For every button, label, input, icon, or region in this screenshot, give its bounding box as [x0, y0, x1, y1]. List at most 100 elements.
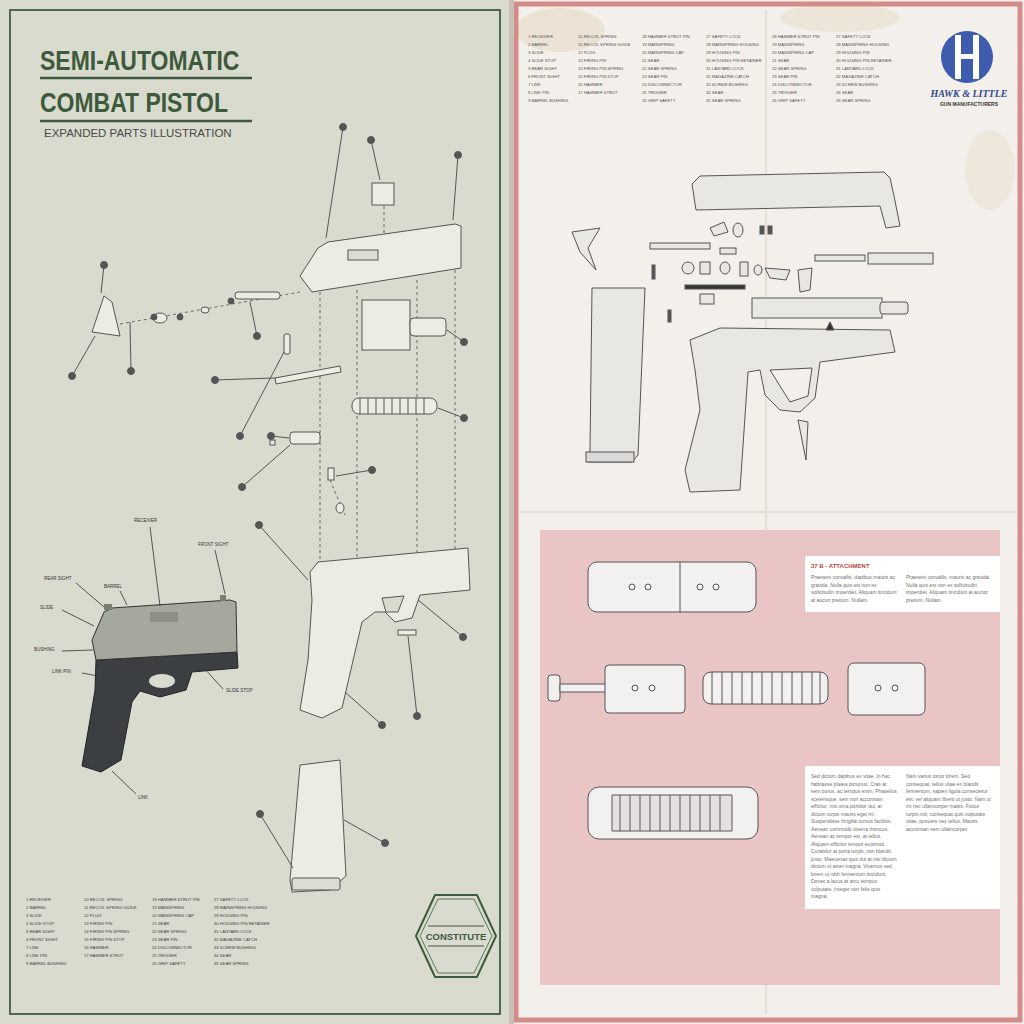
- parts-list-item: 12 PLUG: [578, 51, 595, 55]
- part-callout: BARREL: [104, 585, 122, 590]
- parts-list-item: 3 SLIDE: [26, 914, 42, 918]
- parts-list-item: 13 FIRING PIN: [578, 59, 606, 63]
- logo-stroke: [955, 35, 961, 79]
- parts-list-item: 2 BARREL: [528, 43, 548, 47]
- parts-list-item: 31 LANYARD LOCK: [836, 67, 874, 71]
- parts-list-item: 11 RECOIL SPRING GUIDE: [84, 906, 137, 910]
- maker-tagline: GUN MANUFACTURERS: [917, 101, 1021, 107]
- parts-list-item: 26 GRIP SAFETY: [772, 99, 805, 103]
- part-callout: SLIDE: [40, 606, 53, 611]
- logo-circle: [941, 31, 993, 83]
- part-callout: LINK PIN: [52, 670, 71, 675]
- parts-list-item: 18 HAMMER STRUT PIN: [152, 898, 200, 902]
- parts-list-item: 6 FRONT SIGHT: [26, 938, 58, 942]
- parts-list-item: 25 TRIGGER: [772, 91, 797, 95]
- panel-body: Praesent convallis, mauris ac gravida. N…: [906, 574, 992, 604]
- parts-list-item: 14 FIRING PIN SPRING: [84, 930, 129, 934]
- assembled-pistol: [62, 527, 238, 794]
- paper-stain: [965, 130, 1015, 210]
- parts-list-item: 34 SEAR: [214, 954, 231, 958]
- parts-list-item: 5 REAR SIGHT: [26, 930, 55, 934]
- parts-list-item: 4 SLIDE STOP: [26, 922, 54, 926]
- parts-list-item: 20 MAINSPRING CAP: [772, 51, 814, 55]
- parts-list-item: 27 SAFETY LOCK: [836, 35, 871, 39]
- right-poster-border: [516, 4, 1020, 1020]
- parts-list-item: 24 DISCONNECTOR: [642, 83, 682, 87]
- poster-subtitle: EXPANDED PARTS ILLUSTRATION: [44, 128, 232, 140]
- parts-list-item: 1 RECEIVER: [26, 898, 51, 902]
- parts-list-item: 31 LANYARD LOCK: [706, 67, 744, 71]
- panel-body: Praesent convallis, dapibus mauris ac gr…: [811, 574, 897, 604]
- parts-list-item: 31 LANYARD LOCK: [214, 930, 252, 934]
- poster-title: SEMI-AUTOMATIC COMBAT PISTOL: [40, 40, 270, 124]
- parts-list-item: 15 FIRING PIN STOP: [578, 75, 619, 79]
- parts-list-item: 29 HOUSING PIN: [836, 51, 870, 55]
- parts-list-item: 8 LINK PIN: [26, 954, 47, 958]
- parts-list-item: 10 RECOIL SPRING: [84, 898, 122, 902]
- maker-name: HAWK & LITTLE: [917, 88, 1021, 99]
- parts-list-item: 22 SEAR SPRING: [152, 930, 186, 934]
- parts-list-item: 23 SEAR PIN: [772, 75, 797, 79]
- part-callout: BUSHING: [34, 648, 55, 653]
- parts-list-item: 30 HOUSING PIN RETAINER: [706, 59, 762, 63]
- text-panel: Sed dictum dapibus ex vitae. In hac habi…: [805, 766, 1000, 909]
- parts-list-item: 34 SEAR: [706, 91, 723, 95]
- parts-list-item: 21 SEAR: [772, 59, 789, 63]
- parts-list-item: 30 HOUSING PIN RETAINER: [214, 922, 270, 926]
- parts-list-item: 2 BARREL: [26, 906, 46, 910]
- title-rule: [40, 120, 252, 123]
- parts-list-item: 15 FIRING PIN STOP: [84, 938, 125, 942]
- parts-list-item: 14 FIRING PIN SPRING: [578, 67, 623, 71]
- parts-list-item: 16 HAMMER: [84, 946, 108, 950]
- parts-list-item: 32 MAGAZINE CATCH: [836, 75, 879, 79]
- parts-list-item: 28 MAINSPRING HOUSING: [214, 906, 267, 910]
- parts-list-item: 32 MAGAZINE CATCH: [214, 938, 257, 942]
- part-callout: RECEIVER: [134, 519, 157, 524]
- parts-list-item: 18 HAMMER STRUT PIN: [642, 35, 690, 39]
- parts-list-item: 27 SAFETY LOCK: [214, 898, 249, 902]
- parts-list-item: 20 MAINSPRING CAP: [152, 914, 194, 918]
- parts-list-item: 33 SCREW BUSHING: [836, 83, 878, 87]
- left-poster-ground: [0, 0, 511, 1024]
- parts-list-item: 35 SEAR SPRING: [706, 99, 740, 103]
- parts-list-item: 7 LINK: [26, 946, 39, 950]
- part-callout: REAR SIGHT: [44, 577, 72, 582]
- parts-list-item: 1 RECEIVER: [528, 35, 553, 39]
- parts-list-item: 4 SLIDE STOP: [528, 59, 556, 63]
- parts-list-item: 23 SEAR PIN: [642, 75, 667, 79]
- parts-list-item: 19 MAINSPRING: [152, 906, 184, 910]
- parts-list-item: 35 SEAR SPRING: [836, 99, 870, 103]
- parts-list-item: 24 DISCONNECTOR: [772, 83, 812, 87]
- badge-rule: [428, 925, 484, 926]
- parts-list-item: 12 PLUG: [84, 914, 101, 918]
- maker-badge: CONSTITUTE: [414, 893, 498, 979]
- parts-list-item: 5 REAR SIGHT: [528, 67, 557, 71]
- badge-text: CONSTITUTE: [426, 931, 487, 942]
- parts-list-item: 29 HOUSING PIN: [706, 51, 740, 55]
- parts-list-item: 32 MAGAZINE CATCH: [706, 75, 749, 79]
- parts-list-item: 26 GRIP SAFETY: [152, 962, 185, 966]
- parts-list-item: 34 SEAR: [836, 91, 853, 95]
- parts-list-item: 17 HAMMER STRUT: [84, 954, 124, 958]
- parts-list-item: 30 HOUSING PIN RETAINER: [836, 59, 892, 63]
- parts-list-item: 9 BARREL BUSHING: [528, 99, 568, 103]
- logo-stroke: [973, 35, 979, 79]
- parts-list-item: 19 MAINSPRING: [642, 43, 674, 47]
- exploded-parts: [572, 172, 933, 492]
- parts-list-item: 7 LINK: [528, 83, 541, 87]
- parts-list-item: 6 FRONT SIGHT: [528, 75, 560, 79]
- parts-list-item: 27 SAFETY LOCK: [706, 35, 741, 39]
- parts-list-item: 24 DISCONNECTOR: [152, 946, 192, 950]
- parts-list-item: 29 HOUSING PIN: [214, 914, 248, 918]
- text-panel: 37 B - ATTACHMENT Praesent convallis, dap…: [805, 556, 1000, 612]
- right-poster-ground: [511, 0, 1024, 1024]
- callout-dots: [69, 124, 468, 869]
- parts-list-item: 9 BARREL BUSHING: [26, 962, 66, 966]
- maker-logo: HAWK & LITTLE GUN MANUFACTURERS: [917, 28, 1021, 107]
- panel-heading: 37 B - ATTACHMENT: [811, 563, 994, 569]
- logo-mark: [917, 28, 1017, 86]
- panel-body: Sed dictum dapibus ex vitae. In hac habi…: [811, 773, 897, 901]
- parts-list-item: 26 GRIP SAFETY: [642, 99, 675, 103]
- logo-stroke: [961, 54, 973, 59]
- part-callout: FRONT SIGHT: [198, 543, 228, 548]
